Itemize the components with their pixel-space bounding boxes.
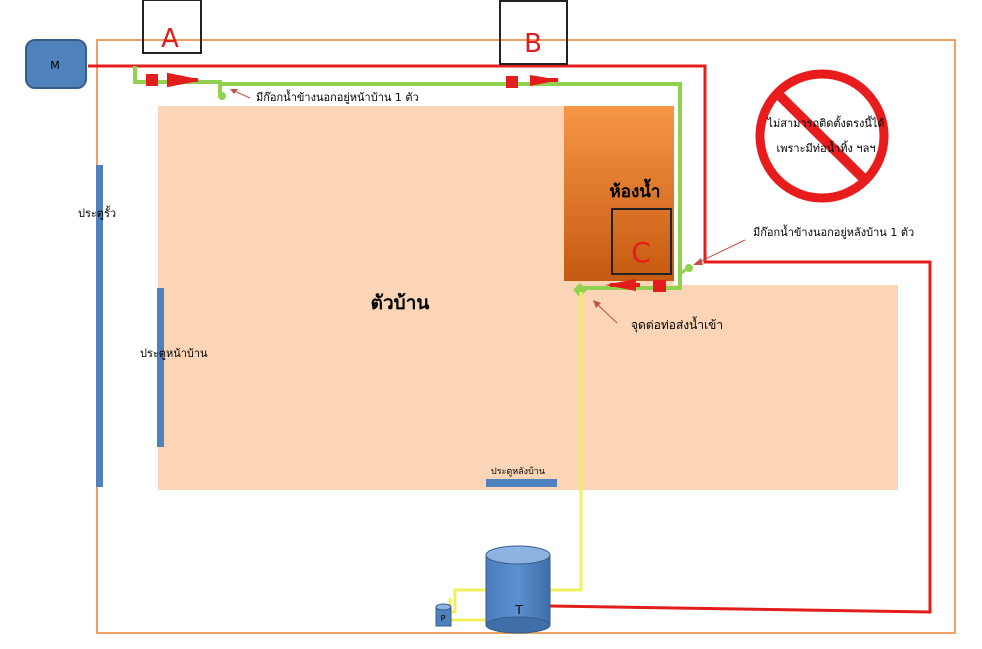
back-faucet xyxy=(685,264,693,272)
back-door xyxy=(486,479,557,487)
front-door-label: ประตูหน้าบ้าน xyxy=(140,347,208,360)
back-door-label: ประตูหลังบ้าน xyxy=(491,466,545,477)
front-faucet-note: มีก๊อกน้ำข้างนอกอยู่หน้าบ้าน 1 ตัว xyxy=(256,89,419,104)
fence-gate xyxy=(96,165,103,487)
inlet-pointer xyxy=(595,302,618,324)
no-install-line2: เพราะมีท่อน้ำทิ้ง ฯลฯ xyxy=(776,140,875,155)
tank-label: T xyxy=(514,603,523,617)
box-a xyxy=(142,0,202,54)
pump xyxy=(435,603,452,627)
back-faucet-pointer xyxy=(694,239,746,265)
inlet-note: จุดต่อท่อส่งน้ำเข้า xyxy=(631,316,723,333)
front-door xyxy=(157,288,164,447)
house-extension xyxy=(580,285,898,490)
yellow-pump-pipe xyxy=(445,292,583,614)
bathroom-label: ห้องน้ำ xyxy=(610,178,661,202)
pump-label: P xyxy=(441,614,446,623)
box-b xyxy=(499,0,568,65)
back-faucet-note: มีก๊อกน้ำข้างนอกอยู่หลังบ้าน 1 ตัว xyxy=(753,224,914,239)
front-faucet xyxy=(218,92,226,100)
main-water-pipe xyxy=(88,64,932,614)
no-install-line1: ไม่สามารถติดตั้งตรงนี้ได้ xyxy=(766,115,884,130)
marker-b xyxy=(506,76,518,88)
fence-gate-label: ประตูรั้ว xyxy=(78,205,116,220)
inlet-joint xyxy=(573,283,587,297)
box-a-label: A xyxy=(161,24,179,54)
house-label: ตัวบ้าน xyxy=(371,292,430,314)
box-b-label: B xyxy=(524,29,542,59)
water-tank xyxy=(485,545,551,634)
bathroom xyxy=(564,106,674,281)
box-c xyxy=(611,208,672,275)
marker-a xyxy=(146,74,158,86)
marker-c xyxy=(653,280,666,292)
meter-label: M xyxy=(50,59,60,72)
box-c-label: C xyxy=(631,236,651,269)
prohibition-icon xyxy=(755,69,889,203)
water-meter xyxy=(25,39,87,89)
